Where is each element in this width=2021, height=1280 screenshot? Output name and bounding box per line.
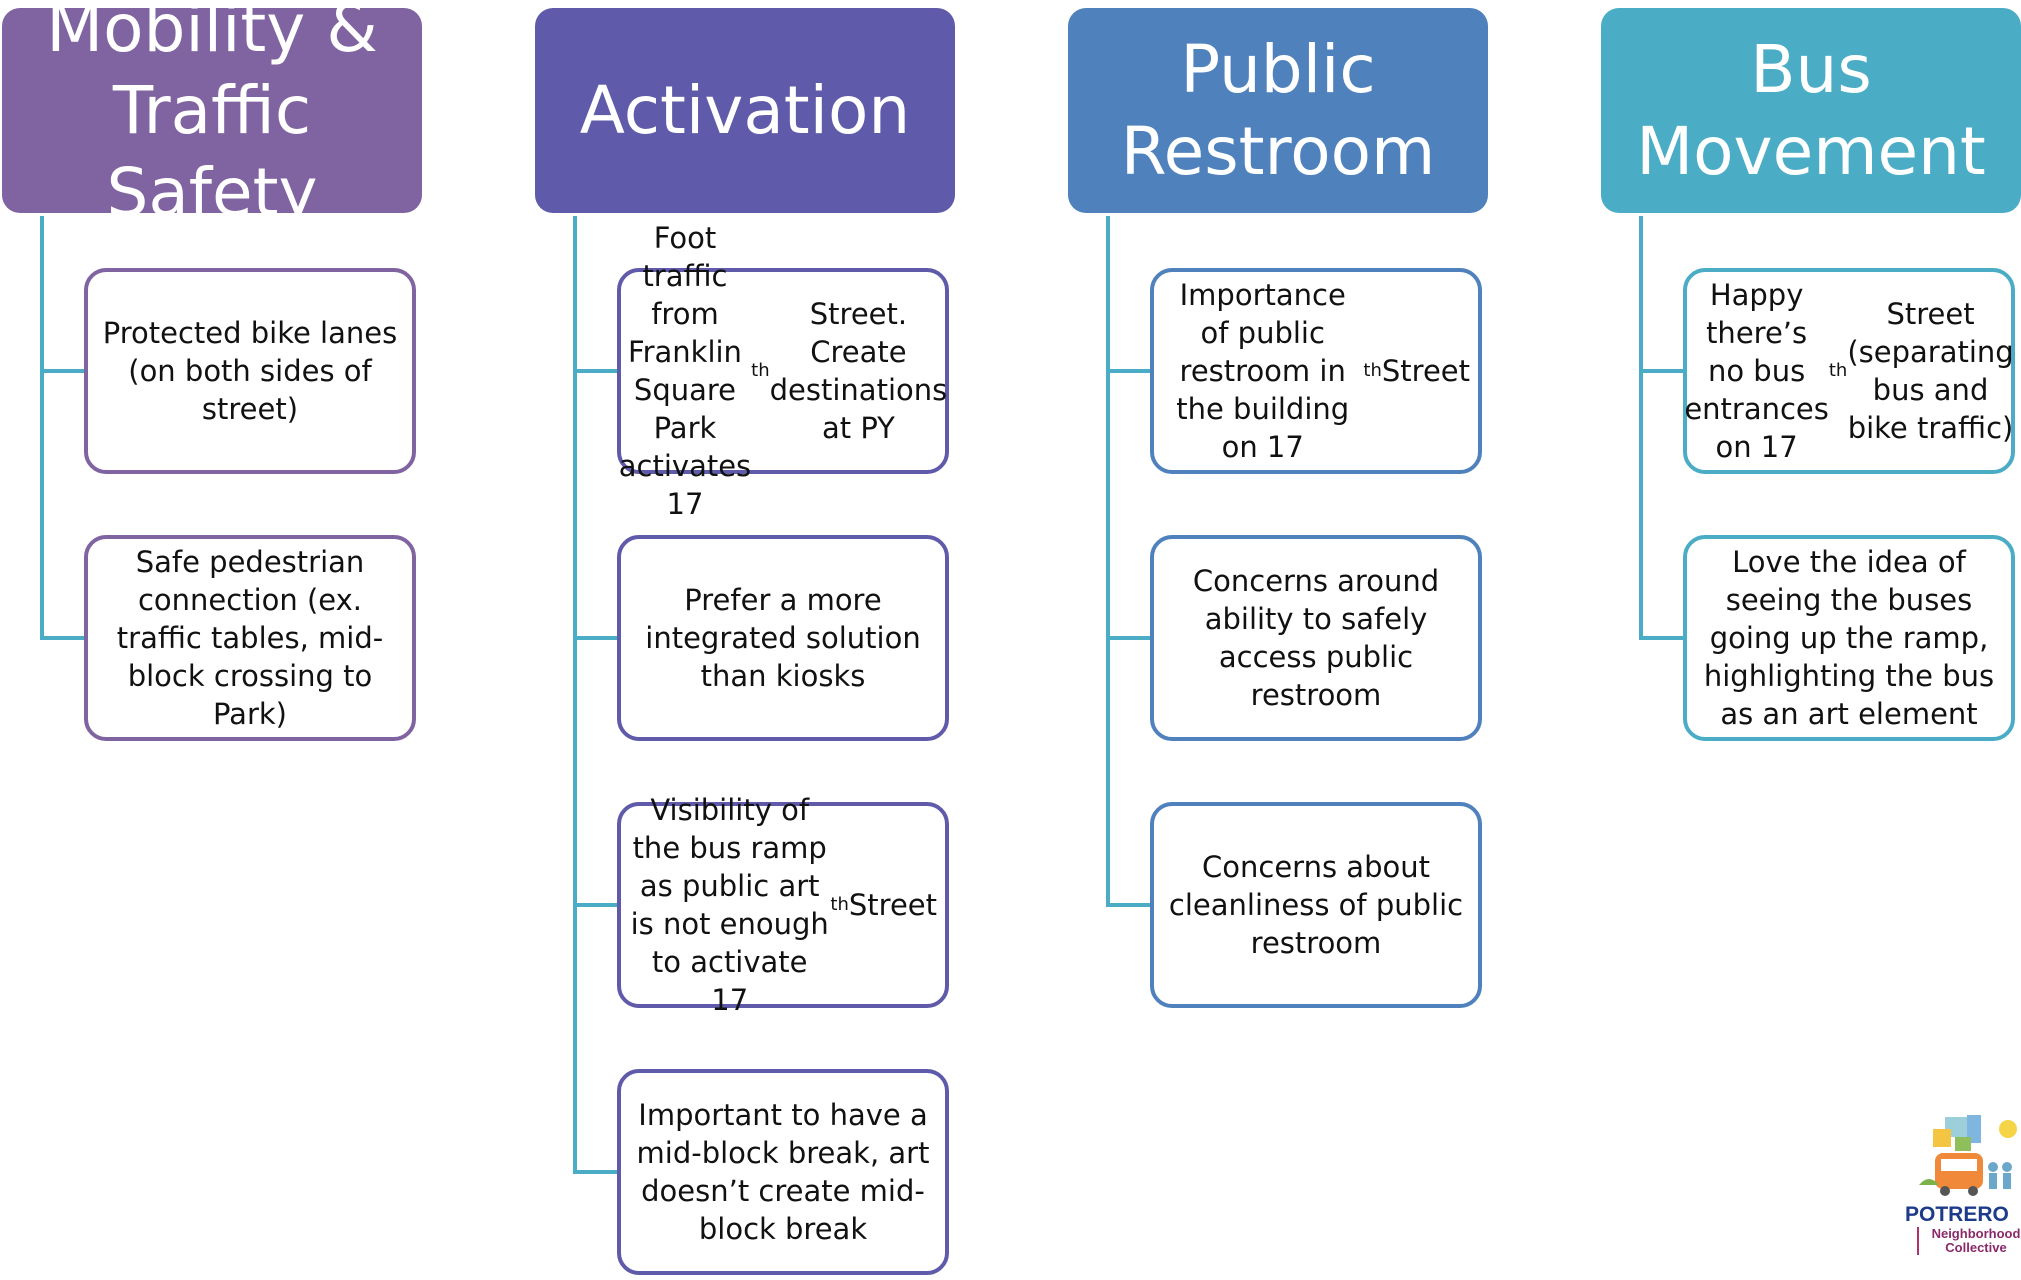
- potrero-logo: POTRERO Neighborhood Collective: [1905, 1115, 2021, 1265]
- connector-branch: [1639, 636, 1683, 640]
- comment-card: Important to have a mid-block break, art…: [617, 1069, 949, 1275]
- connector-spine: [1106, 216, 1110, 907]
- logo-subtitle: Neighborhood Collective: [1917, 1227, 2021, 1255]
- connector-branch: [573, 636, 617, 640]
- connector-spine: [40, 216, 44, 640]
- connector-branch: [573, 369, 617, 373]
- comment-card: Protected bike lanes (on both sides of s…: [84, 268, 416, 474]
- connector-branch: [573, 1170, 617, 1174]
- connector-branch: [1639, 369, 1683, 373]
- column-header: Mobility & Traffic Safety: [2, 0, 422, 231]
- comment-card: Prefer a more integrated solution than k…: [617, 535, 949, 741]
- column-header: Activation: [535, 8, 955, 213]
- connector-branch: [1106, 903, 1150, 907]
- comment-card: Concerns about cleanliness of public res…: [1150, 802, 1482, 1008]
- logo-title: POTRERO: [1905, 1203, 2009, 1226]
- connector-spine: [1639, 216, 1643, 640]
- column-header: Bus Movement: [1601, 8, 2021, 213]
- connector-branch: [1106, 636, 1150, 640]
- column-header: Public Restroom: [1068, 8, 1488, 213]
- connector-branch: [40, 636, 84, 640]
- comment-card: Foot traffic from Franklin Square Park a…: [617, 221, 949, 521]
- connector-branch: [1106, 369, 1150, 373]
- comment-card: Importance of public restroom in the bui…: [1150, 268, 1482, 474]
- bus-icon: [1919, 1115, 2017, 1196]
- connector-spine: [573, 216, 577, 1174]
- comment-card: Love the idea of seeing the buses going …: [1683, 535, 2015, 741]
- comment-card: Concerns around ability to safely access…: [1150, 535, 1482, 741]
- comment-card: Safe pedestrian connection (ex. traffic …: [84, 535, 416, 741]
- comment-card: Visibility of the bus ramp as public art…: [617, 793, 949, 1017]
- connector-branch: [573, 903, 617, 907]
- connector-branch: [40, 369, 84, 373]
